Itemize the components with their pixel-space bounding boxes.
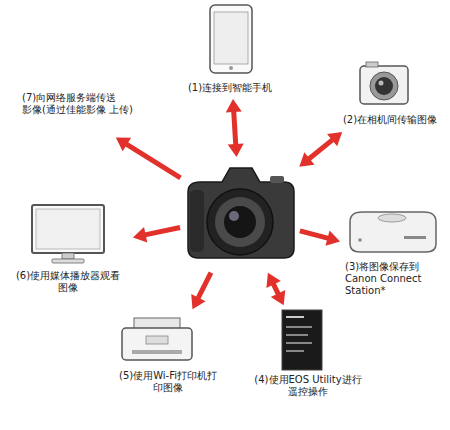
phone-body (210, 5, 252, 73)
media-player-node: (6)使用媒体播放器观看 图像 (6, 200, 130, 302)
monitor-neck (62, 253, 74, 259)
compact-lens-glint (379, 81, 384, 86)
station-body (350, 212, 436, 252)
connector-arrow (191, 273, 211, 310)
dslr-lens-barrel (207, 189, 273, 255)
arrow-head (266, 273, 280, 288)
device-label: (5)使用Wi-Fi打印机打 印图像 (104, 370, 232, 394)
device-label: (7)向网络服务端传送 影像(通过佳能影像 上传) (22, 92, 134, 116)
printer-body (122, 328, 192, 360)
compact-button (366, 62, 378, 67)
station-slot (404, 236, 426, 239)
device-label: (1)连接到智能手机 (180, 82, 280, 94)
utility-line (286, 316, 304, 318)
connector-arrow (299, 132, 342, 167)
utility-line (286, 342, 312, 344)
smartphone-icon (210, 5, 252, 73)
connector-arrow (266, 273, 285, 306)
compact-camera-icon (360, 62, 408, 104)
station-light (358, 238, 362, 242)
printer-icon (122, 318, 192, 360)
arrow-shaft (144, 228, 180, 236)
utility-line (286, 334, 308, 336)
monitor-screen (36, 209, 100, 249)
device-label: (3)将图像保存到 Canon Connect Station* (345, 261, 435, 297)
arrow-head (228, 144, 244, 157)
compact-body (360, 66, 408, 104)
arrow-head (191, 294, 205, 309)
utility-line (286, 326, 312, 328)
dslr-lens-glint (229, 211, 239, 221)
device-label: (6)使用媒体播放器观看 图像 (6, 270, 130, 294)
eos-utility-screen-icon (282, 310, 322, 370)
connector-arrow (133, 227, 180, 243)
dslr-grip (190, 190, 204, 252)
printer-panel (146, 336, 168, 344)
arrow-head (299, 152, 314, 166)
connector-arrow (226, 99, 244, 157)
arrow-shaft (308, 139, 334, 160)
dslr-lens-ring (215, 197, 265, 247)
connect-station-icon (350, 212, 436, 252)
dslr-camera-icon (188, 168, 294, 258)
arrow-head (271, 290, 285, 305)
arrow-head (116, 138, 131, 152)
printer-node: (5)使用Wi-Fi打印机打 印图像 (104, 312, 232, 404)
device-label: (4)使用EOS Utility进行 遥控操作 (238, 374, 378, 398)
camera-transfer-node: (2)在相机间传输图像 (334, 56, 446, 130)
phone-button (229, 66, 233, 70)
arrow-shaft (300, 231, 330, 239)
compact-lens-ring (370, 72, 398, 100)
connector-arrow (300, 230, 340, 245)
arrow-shaft (234, 110, 236, 146)
arrow-head (226, 99, 242, 112)
dslr-node (183, 160, 297, 270)
device-label: (2)在相机间传输图像 (334, 114, 446, 126)
connect-station-node: (3)将图像保存到 Canon Connect Station* (343, 205, 440, 305)
dslr-body (188, 168, 294, 258)
utility-window (282, 310, 322, 370)
monitor-icon (32, 205, 104, 263)
dslr-lens-glass (224, 206, 256, 238)
utility-line (286, 350, 304, 352)
monitor-stand (52, 259, 84, 263)
eos-utility-node: (4)使用EOS Utility进行 遥控操作 (238, 308, 378, 403)
connector-arrow (116, 138, 181, 178)
dslr-dial (270, 176, 284, 183)
arrow-head (325, 230, 340, 245)
web-service-node: (7)向网络服务端传送 影像(通过佳能影像 上传) (22, 92, 134, 136)
arrow-head (327, 132, 342, 146)
monitor-frame (32, 205, 104, 253)
phone-node: (1)连接到智能手机 (180, 4, 280, 96)
station-top-pad (378, 214, 406, 222)
arrow-shaft (197, 273, 211, 300)
arrow-shaft (273, 283, 279, 296)
compact-lens (375, 77, 393, 95)
arrow-head (133, 227, 147, 243)
printer-output (132, 350, 182, 354)
phone-screen (214, 12, 248, 64)
arrow-shaft (125, 143, 180, 177)
